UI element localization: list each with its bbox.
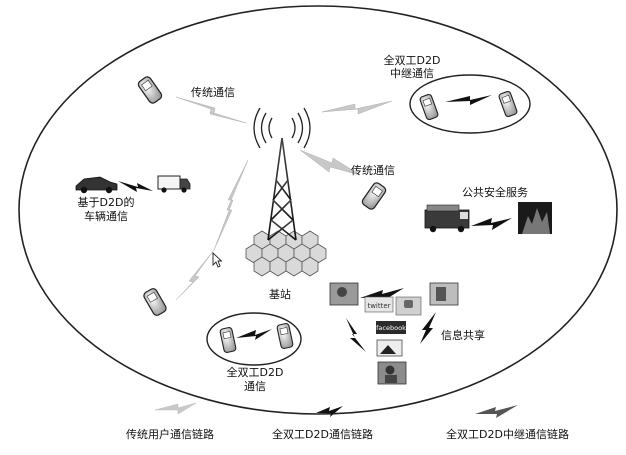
public-safety-label: 公共安全服务: [462, 186, 528, 199]
base-station-hex-grid: [245, 230, 327, 277]
mouse-cursor-icon: [212, 252, 222, 268]
phone-icon: [276, 323, 294, 349]
phone-icon: [219, 327, 237, 353]
legend-relay-glyph: [475, 405, 518, 418]
phone-icon: [143, 288, 167, 316]
phone-icon: [137, 76, 163, 104]
shared-photo-thumbnail: [329, 282, 359, 306]
legend-d2d-label: 全双工D2D通信链路: [272, 428, 373, 441]
facebook-icon: facebook: [376, 321, 406, 334]
shared-photo-thumbnail: [429, 282, 459, 306]
base-station-label: 基站: [269, 288, 291, 301]
fd-d2d-label-line1: 全双工D2D: [226, 366, 284, 379]
base-station-tower: [267, 120, 297, 241]
traditional-links: [175, 96, 393, 301]
car-icon: [75, 176, 118, 194]
d2d-group-ellipse: [206, 312, 302, 366]
relay-group-ellipse: [409, 74, 531, 134]
twitter-icon: twitter: [364, 296, 394, 313]
svg-text:facebook: facebook: [376, 324, 406, 332]
fd-d2d-label-line2: 通信: [244, 380, 266, 393]
traditional-link-label: 传统通信: [351, 164, 395, 177]
legend-relay-label: 全双工D2D中继通信链路: [446, 428, 569, 441]
fire-scene-image: [518, 202, 552, 234]
phone-icon: [498, 90, 518, 118]
phone-icon: [419, 93, 439, 121]
svg-text:twitter: twitter: [367, 302, 390, 310]
relay-title-line2: 中继通信: [390, 67, 434, 80]
fire-truck-icon: [424, 204, 470, 233]
antenna-signal-waves: [253, 107, 311, 149]
truck-icon: [157, 175, 191, 193]
legend-traditional-glyph: [154, 402, 197, 415]
shared-photo-thumbnail: [376, 339, 403, 357]
legend-d2d-glyph: [316, 406, 343, 417]
vehicle-label-line1: 基于D2D的: [77, 196, 135, 209]
instagram-icon: [395, 296, 422, 316]
legend-traditional-label: 传统用户通信链路: [126, 428, 214, 441]
cell-coverage-ellipse: [18, 5, 618, 415]
phone-icon: [361, 182, 387, 210]
traditional-link-label: 传统通信: [191, 86, 235, 99]
relay-title-line1: 全双工D2D: [383, 54, 441, 67]
vehicle-label-line2: 车辆通信: [84, 210, 128, 223]
info-share-label: 信息共享: [441, 329, 485, 342]
d2d-links: [118, 95, 512, 352]
shared-photo-thumbnail: [377, 361, 407, 385]
